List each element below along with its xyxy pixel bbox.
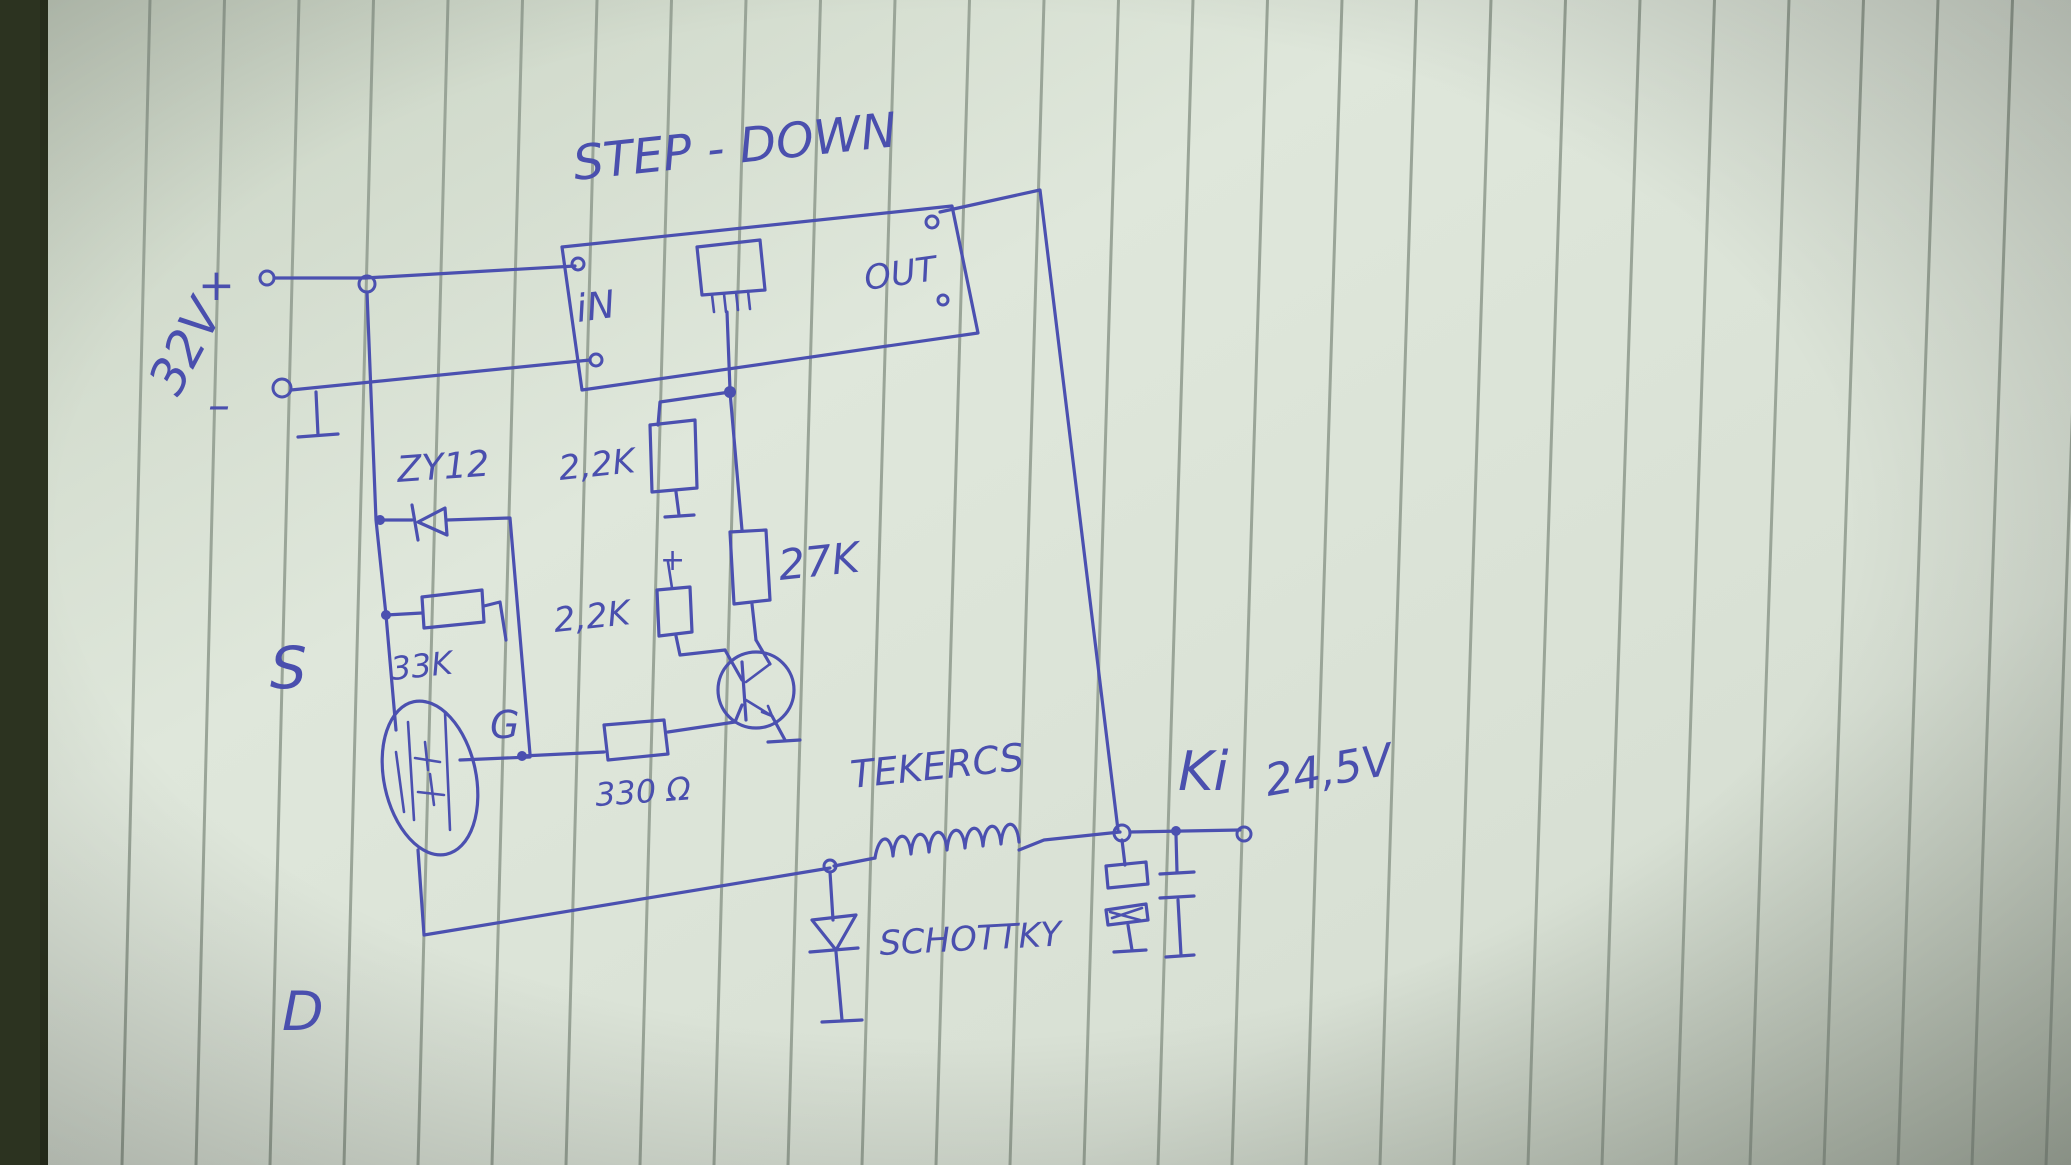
out-label-ki: Ki [1178, 740, 1228, 803]
resistor-2k2-mid [655, 585, 694, 638]
wiring [258, 188, 1253, 1024]
output-terminal [1235, 825, 1253, 843]
gate-label: G [490, 703, 519, 747]
r330-label: 330 Ω [594, 769, 693, 814]
zener-diode [410, 503, 449, 542]
ceramic-capacitor [1158, 870, 1196, 900]
schottky-diode [810, 913, 858, 952]
resistor-2k2-top [648, 418, 699, 494]
in-label: iN [573, 282, 618, 331]
npn-transistor [716, 650, 796, 730]
r2k2-mid-label: 2,2K [552, 593, 635, 641]
minus-terminal [271, 377, 293, 399]
r27k-label: 27K [776, 532, 865, 590]
regulator-ic [695, 238, 767, 297]
resistor-33k [420, 588, 486, 630]
schottky-label: SCHOTTKY [878, 914, 1064, 964]
resistor-27k [728, 528, 772, 606]
resistor-330 [602, 718, 670, 762]
minus-label: – [208, 380, 230, 431]
zener-label: ZY12 [395, 444, 491, 491]
stepdown-module [560, 204, 980, 392]
inductor-coil [873, 822, 1021, 860]
drain-label: D [282, 980, 324, 1043]
plus-label: + [198, 260, 235, 311]
small-plus-label: + [660, 543, 685, 578]
mosfet [380, 699, 480, 857]
r2k2-top-label: 2,2K [557, 441, 640, 489]
electrolytic-capacitor [1104, 860, 1150, 890]
source-label: S [270, 634, 307, 702]
r33k-label: 33K [389, 643, 457, 688]
